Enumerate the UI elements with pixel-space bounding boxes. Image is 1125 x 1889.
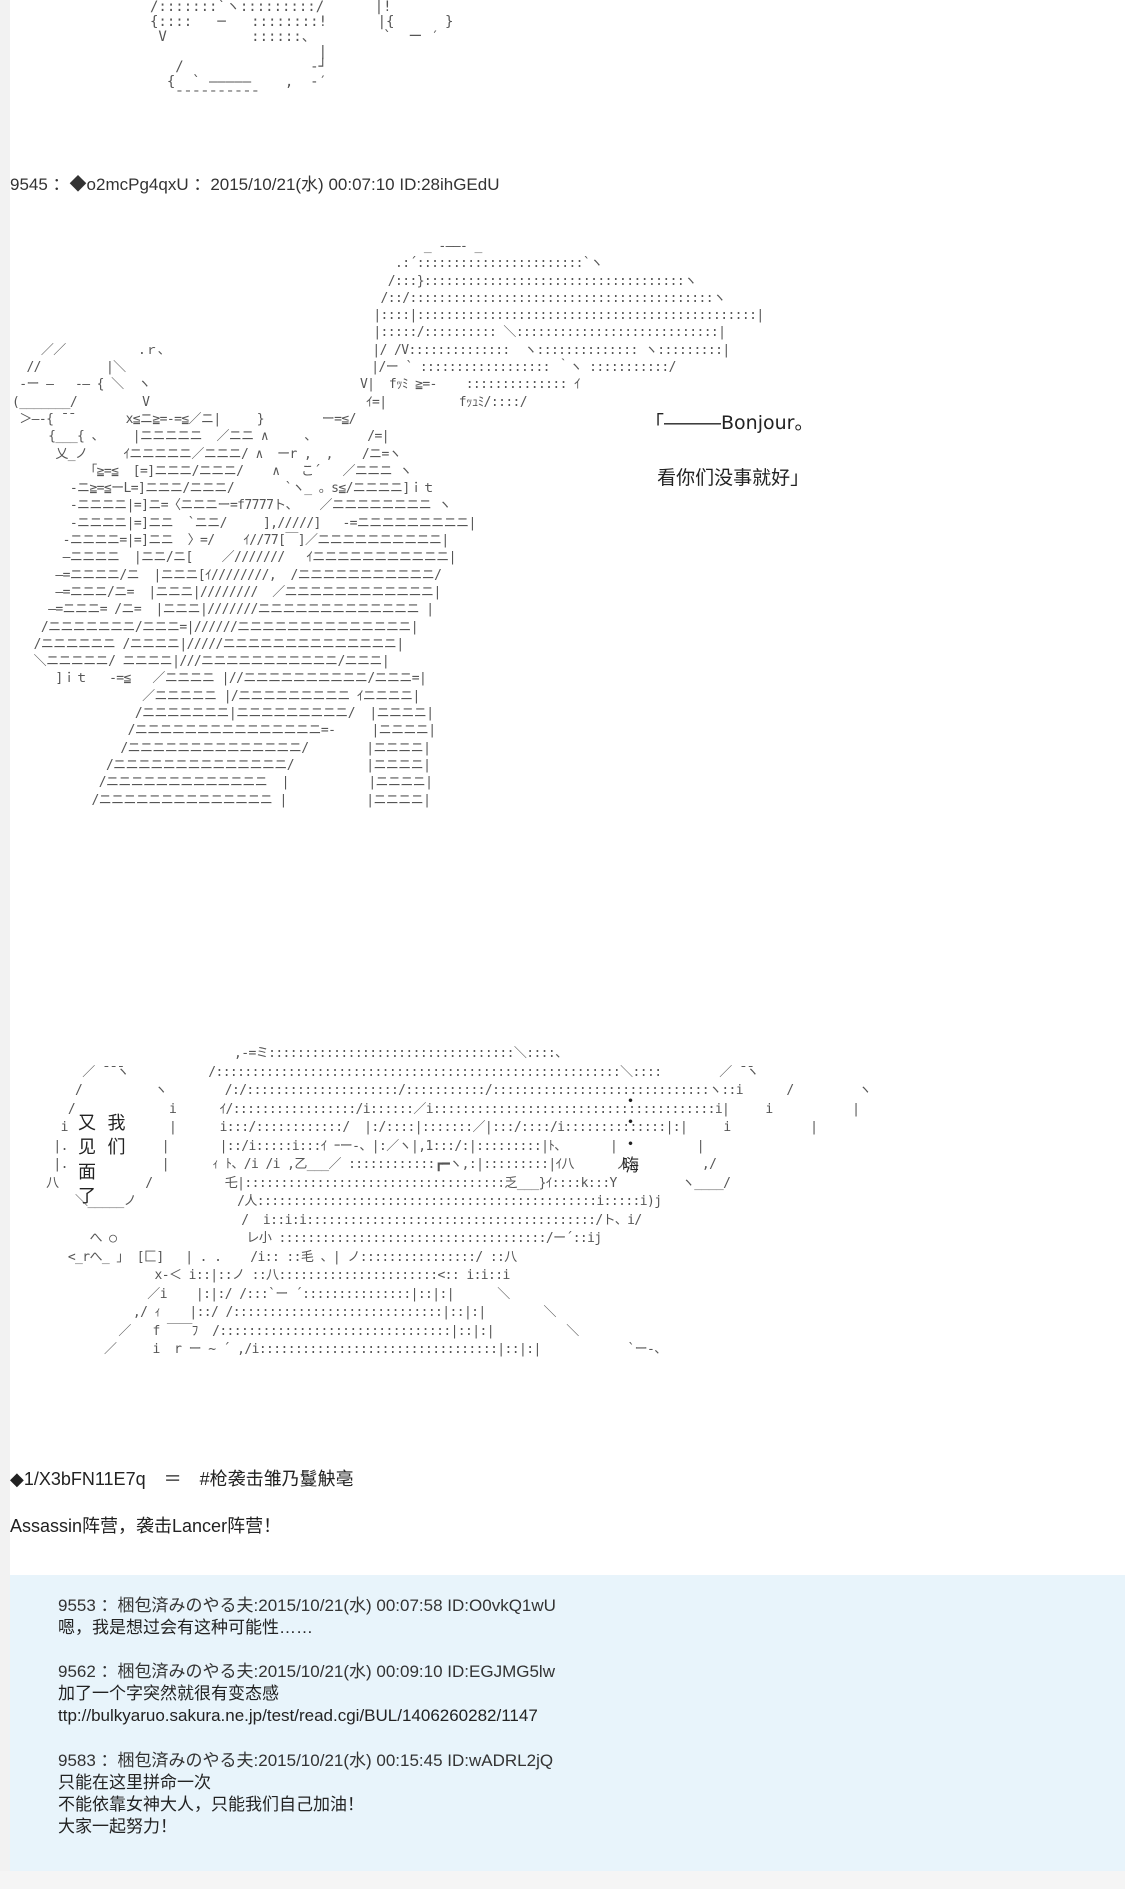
ascii-art-figure: _ -――- _ .:´:::::::::::::::::::::::`ヽ /:… [12, 239, 764, 808]
comment-header: 9562 ：梱包済みのやる夫:2015/10/21(水) 00:09:10 ID… [58, 1662, 555, 1681]
comments-panel: 9553 ：梱包済みのやる夫:2015/10/21(水) 00:07:58 ID… [10, 1575, 1125, 1871]
comment-link[interactable]: ttp://bulkyaruo.sakura.ne.jp/test/read.c… [58, 1706, 538, 1726]
trip-line: ◆1/X3bFN11E7q ＝ #枪袭击雏乃鬘觖亳 [10, 1469, 354, 1489]
comment: 9553 ：梱包済みのやる夫:2015/10/21(水) 00:07:58 ID… [58, 1595, 556, 1639]
comment-header: 9583 ：梱包済みのやる夫:2015/10/21(水) 00:15:45 ID… [58, 1751, 554, 1770]
comment-header: 9553 ：梱包済みのやる夫:2015/10/21(水) 00:07:58 ID… [58, 1596, 556, 1615]
comment-line: 大家一起努力！ [58, 1817, 177, 1837]
post-header: 9545 ：◆o2mcPg4qxU ：2015/10/21(水) 00:07:1… [10, 175, 500, 194]
ascii-art-scene: ,-=ミ::::::::::::::::::::::::::::::::::＼:… [46, 1046, 872, 1357]
comment-line: 不能依靠女神大人，只能我们自己加油！ [58, 1795, 364, 1815]
comment: 9583 ：梱包済みのやる夫:2015/10/21(水) 00:15:45 ID… [58, 1750, 553, 1838]
comment-line: 嗯，我是想过会有这种可能性…… [58, 1618, 313, 1638]
comment-line: 加了一个字突然就很有变态感 [58, 1684, 279, 1704]
left-strip [0, 0, 10, 1889]
bubble-left-text: 又 我 见 们 面 了 [78, 1113, 126, 1207]
comment-line: 只能在这里拼命一次 [58, 1773, 211, 1793]
caption: Assassin阵营，袭击Lancer阵营！ [10, 1516, 282, 1536]
comment: 9562 ：梱包済みのやる夫:2015/10/21(水) 00:09:10 ID… [58, 1661, 555, 1727]
bubble-right-text: ・ ・ ・ 嗨 [622, 1092, 639, 1176]
speech-text: 「―――Bonjour。 看你们没事就好」 [645, 412, 814, 490]
bottom-bar [0, 1871, 1125, 1889]
ascii-art-top: /:::::::`ヽ:::::::::/ |! {:::: ─ ::::::::… [150, 0, 454, 105]
